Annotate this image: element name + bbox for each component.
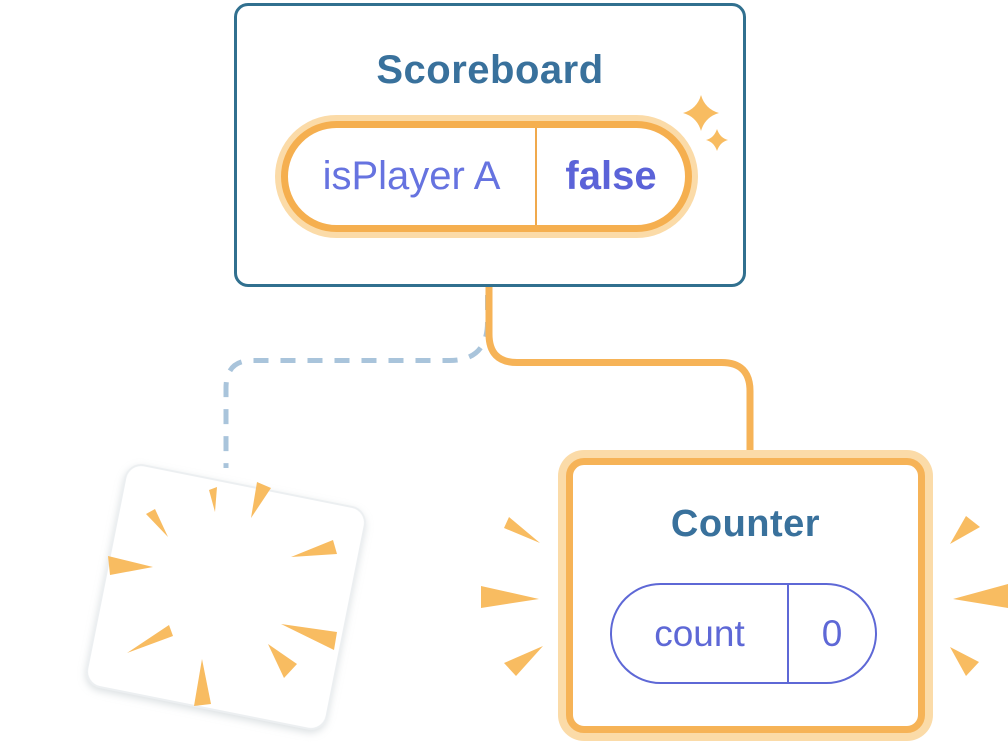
counter-state-pill: count 0 <box>610 583 877 684</box>
emphasis-lines-right-icon <box>950 516 1008 676</box>
dashed-connector-removed-branch <box>223 295 490 468</box>
scoreboard-state-pill: isPlayer A false <box>281 121 692 232</box>
counter-component-card: Counter count 0 <box>566 458 925 733</box>
state-key-label: isPlayer A <box>322 154 501 198</box>
scoreboard-component-card: Scoreboard isPlayer A false <box>234 3 746 287</box>
destroyed-component-card <box>86 464 366 730</box>
destroyed-card-background <box>86 464 366 730</box>
scoreboard-title: Scoreboard <box>376 48 604 92</box>
state-value-label: 0 <box>821 612 843 654</box>
state-key-label: count <box>654 612 745 654</box>
counter-title: Counter <box>670 503 821 545</box>
emphasis-lines-left-icon <box>481 517 543 676</box>
pill-divider <box>787 585 789 682</box>
pill-divider <box>535 128 537 225</box>
solid-connector-scoreboard-to-counter <box>485 287 754 453</box>
state-value-label: false <box>565 154 657 198</box>
poof-burst-icon <box>108 482 337 706</box>
